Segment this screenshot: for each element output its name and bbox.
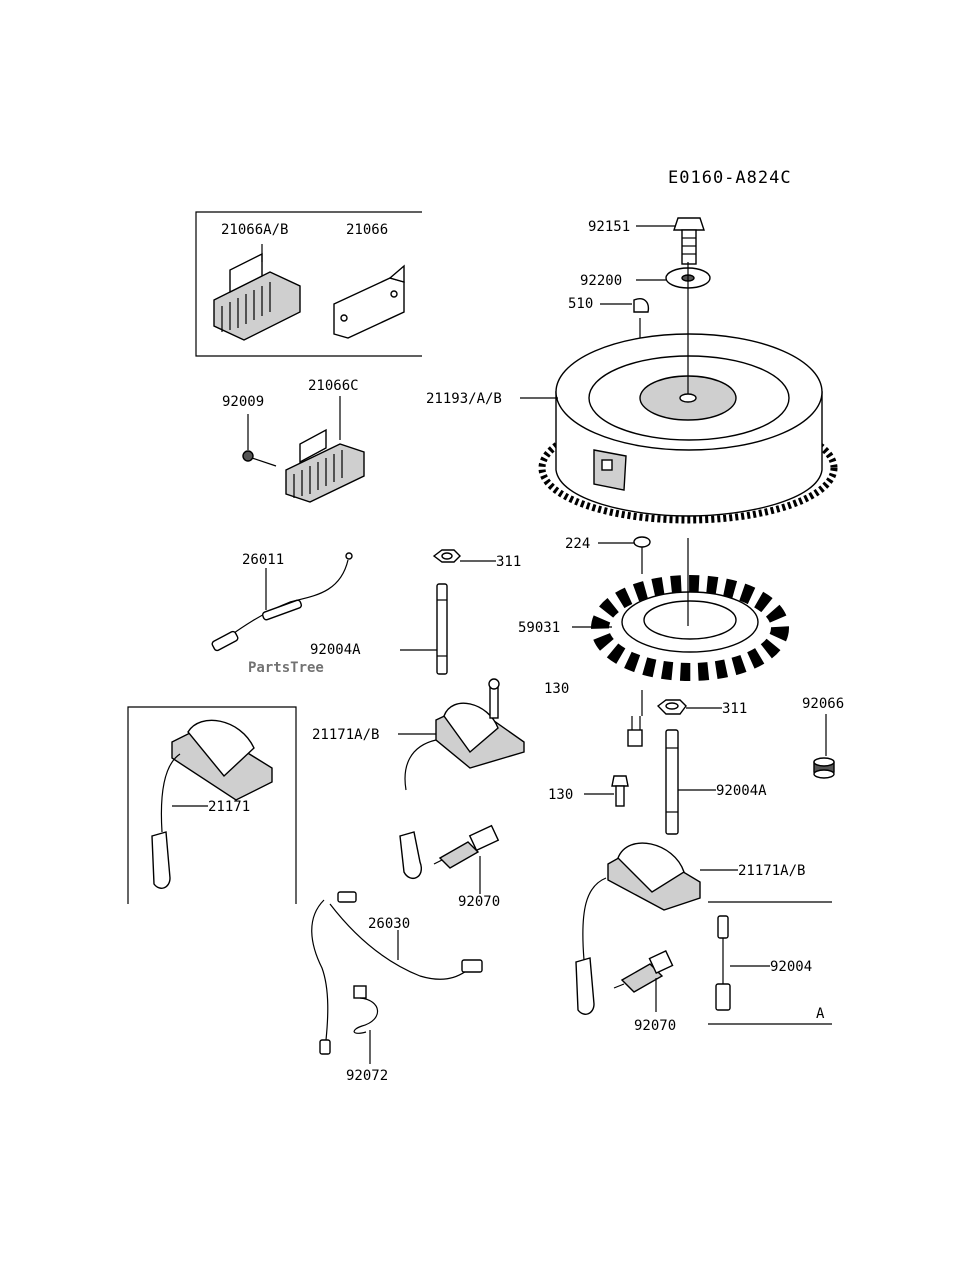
ignition-coil-21171[interactable] [151,719,273,889]
label-311-left: 311 [496,554,521,570]
regulator-21066[interactable] [333,264,405,339]
label-21066: 21066 [346,222,388,238]
lead-26011[interactable] [211,552,353,652]
label-92004: 92004 [770,959,812,975]
clamp-92072[interactable] [353,985,379,1034]
stud-92004a-right[interactable] [665,729,679,835]
label-21171ab-right: 21171A/B [738,863,805,879]
bolt-224[interactable] [633,536,651,574]
label-130-lower: 130 [548,787,573,803]
label-92066: 92066 [802,696,844,712]
label-92009: 92009 [222,394,264,410]
nut-311-right[interactable] [656,699,687,715]
label-510: 510 [568,296,593,312]
coil-option-box [127,706,297,904]
bolt-130[interactable] [611,775,629,807]
variant-a-box [708,901,832,1025]
plug-cap-left[interactable] [399,831,422,880]
diagram-code: E0160-A824C [668,168,792,188]
flywheel-21193ab[interactable] [538,333,838,524]
ignition-coil-21171ab-right[interactable] [575,842,701,1015]
label-variant-a: A [816,1006,825,1022]
label-26030: 26030 [368,916,410,932]
label-92004a-left: 92004A [310,642,361,658]
label-21193ab: 21193/A/B [426,391,502,407]
stud-92004[interactable] [715,915,731,1011]
harness-26030[interactable] [311,891,483,1055]
regulator-options-box [195,211,422,357]
nut-311-left[interactable] [432,549,461,563]
regulator-21066c[interactable] [285,428,365,503]
label-92072: 92072 [346,1068,388,1084]
regulator-21066ab[interactable] [213,244,301,341]
label-92004a-right: 92004A [716,783,767,799]
label-21171: 21171 [208,799,250,815]
label-311-right: 311 [722,701,747,717]
stud-92004a-left[interactable] [436,583,448,675]
label-59031: 59031 [518,620,560,636]
stator-lead[interactable] [627,690,643,747]
label-92070-right: 92070 [634,1018,676,1034]
label-92200: 92200 [580,273,622,289]
label-92070-left: 92070 [458,894,500,910]
stator-59031[interactable] [591,575,789,681]
bolt-92151[interactable] [673,217,705,265]
screw-92009[interactable] [242,414,277,467]
label-130-upper: 130 [544,681,569,697]
label-21066c: 21066C [308,378,359,394]
label-224: 224 [565,536,590,552]
label-21171ab-left: 21171A/B [312,727,379,743]
spark-plug-92070-left[interactable] [433,824,500,869]
label-26011: 26011 [242,552,284,568]
label-21066ab: 21066A/B [221,222,288,238]
key-510[interactable] [633,298,650,313]
spark-plug-92070-right[interactable] [613,950,674,993]
label-92151: 92151 [588,219,630,235]
plug-92066[interactable] [813,757,835,779]
ignition-coil-21171ab-left[interactable] [404,678,525,791]
watermark-text: PartsTree [248,660,324,676]
